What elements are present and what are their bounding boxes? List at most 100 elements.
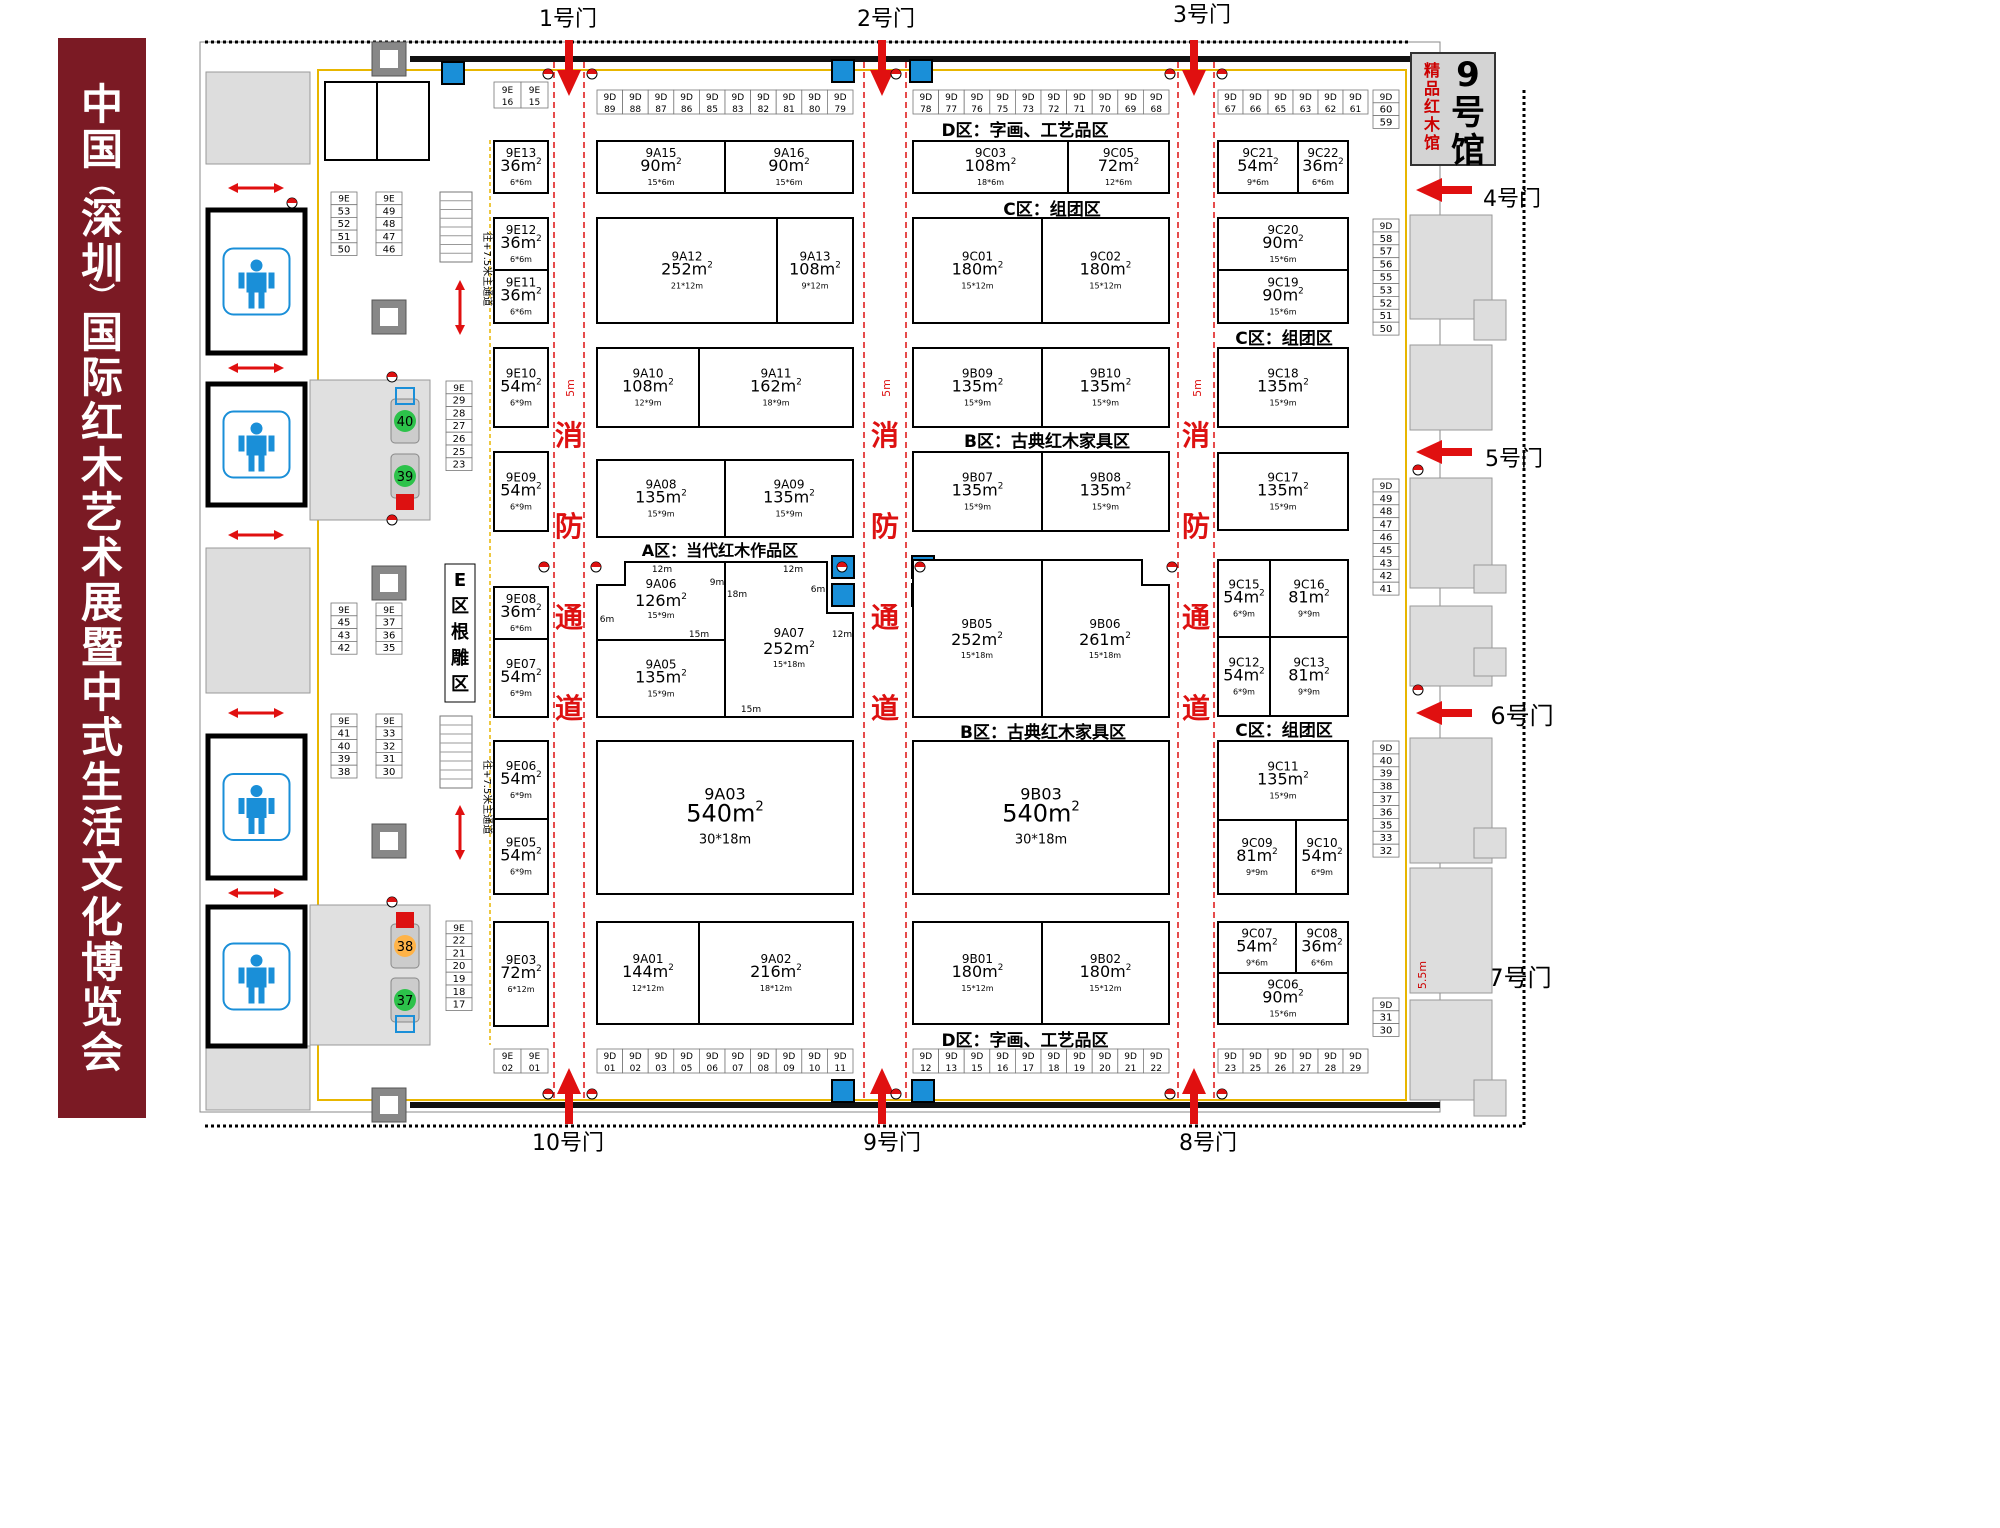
fire-aisle-char: 道 — [1182, 692, 1210, 725]
small-booth-number: 30 — [1380, 1025, 1393, 1036]
small-booth-number: 62 — [1325, 105, 1336, 115]
booth-dimension: 6*9m — [510, 689, 532, 698]
booth-dimension: 6*6m — [510, 308, 532, 317]
small-booth-number: 79 — [834, 105, 846, 115]
booth-dimension: 15*9m — [1092, 399, 1119, 408]
small-booth-number: 45 — [338, 618, 351, 629]
small-booth-prefix: 9E — [338, 195, 350, 205]
banner-title-char: 中 — [80, 667, 123, 717]
fire-aisle-char: 防 — [1182, 510, 1210, 543]
banner-title-char: 圳 — [80, 238, 123, 288]
door-arrow-icon-shaft — [1438, 448, 1472, 456]
small-booth-prefix: 9D — [1274, 1052, 1287, 1062]
small-booth-number: 10 — [809, 1064, 821, 1074]
booth-id: 9C20 — [1267, 223, 1298, 237]
booth-id: 9B09 — [962, 367, 993, 381]
small-booth-number: 40 — [1380, 756, 1393, 767]
small-booth-number: 08 — [758, 1064, 770, 1074]
door-label-9: 9号门 — [863, 1131, 921, 1156]
door-arrow-icon-shaft — [878, 40, 886, 74]
booth-9C20 — [1217, 217, 1349, 271]
person-icon-arm-r — [268, 798, 275, 814]
person-icon-leg-l — [248, 455, 255, 472]
booth-9E13 — [493, 140, 549, 194]
hall-number-suffix: 馆 — [1451, 131, 1485, 171]
small-booth-number: 31 — [1380, 1013, 1393, 1024]
double-arrow-icon-head-t — [455, 805, 465, 815]
small-booth-number: 41 — [338, 729, 351, 740]
booth-area: 90m2 — [1262, 286, 1304, 305]
small-booth-number: 31 — [383, 754, 396, 765]
marker-icon-fill — [587, 1089, 597, 1094]
small-booth-prefix: 9E — [383, 195, 395, 205]
column-pillar — [371, 823, 407, 859]
booth-id: 9C15 — [1228, 578, 1259, 592]
area-superscript: 2 — [1298, 988, 1304, 998]
small-booth-prefix: 9D — [1022, 1052, 1035, 1062]
small-booth-d — [1342, 1048, 1369, 1074]
column-core — [380, 50, 398, 68]
small-booth-number: 68 — [1150, 105, 1162, 115]
booth-9A01 — [596, 921, 700, 1025]
booth-9E07 — [493, 638, 549, 718]
person-icon-arm-r — [268, 272, 275, 289]
zone-e-char: E — [454, 570, 466, 591]
door-arrow-icon-head — [870, 1068, 894, 1094]
booth-area: 252m2 — [763, 639, 815, 658]
small-booth-number: 47 — [1380, 520, 1393, 531]
small-booth-number: 60 — [1380, 105, 1393, 116]
booth-dimension: 15*9m — [647, 510, 674, 519]
small-booth-d — [1242, 1048, 1269, 1074]
booth-9E03 — [493, 921, 549, 1027]
small-booth-number: 46 — [1380, 533, 1393, 544]
area-superscript: 2 — [809, 488, 815, 498]
booth-area: 54m2 — [1223, 666, 1265, 685]
booth-id: 9A10 — [632, 367, 663, 381]
service-number: 38 — [397, 940, 414, 955]
booth-dimension: 9*6m — [1247, 178, 1269, 187]
small-booth-prefix: 9D — [1324, 93, 1337, 103]
small-booth-prefix: 9D — [1073, 93, 1086, 103]
booth-9A15 — [596, 140, 726, 194]
small-booth-d — [647, 1048, 675, 1074]
booth-area: 54m2 — [500, 667, 542, 686]
small-booth-e — [330, 242, 358, 256]
booth-dimension: 21*12m — [671, 282, 703, 291]
booth-area: 180m2 — [952, 962, 1004, 981]
area-superscript: 2 — [998, 963, 1004, 973]
door-label-3: 3号门 — [1173, 3, 1231, 28]
double-arrow-icon-head-l — [228, 183, 238, 193]
marker-icon-fill — [539, 562, 549, 567]
small-booth-number: 35 — [1380, 820, 1393, 831]
small-booth-prefix: 9D — [603, 93, 616, 103]
wall-bottom — [410, 1102, 1440, 1108]
small-booth-number: 61 — [1350, 105, 1361, 115]
booth-9A12 — [596, 217, 778, 324]
small-booth-prefix: 9D — [1249, 1052, 1262, 1062]
small-booth-number: 48 — [383, 219, 396, 230]
booth-area: 72m2 — [500, 963, 542, 982]
booth-dimension: 6*6m — [510, 255, 532, 264]
booth-id: 9B06 — [1089, 617, 1120, 631]
small-booth-e — [375, 641, 403, 655]
small-booth-number: 83 — [732, 105, 743, 115]
small-booth-d — [1372, 843, 1400, 858]
area-superscript: 2 — [796, 963, 802, 973]
small-booth-number: 40 — [338, 741, 351, 752]
booth-area: 54m2 — [1301, 846, 1343, 865]
fire-aisle-char: 通 — [871, 601, 899, 634]
booth-9B02 — [1041, 921, 1170, 1025]
booth-area: 135m2 — [763, 488, 815, 507]
small-booth-prefix: 9D — [1099, 1052, 1112, 1062]
small-booth-prefix: 9D — [1124, 1052, 1137, 1062]
booth-9A02 — [698, 921, 854, 1025]
small-booth-number: 29 — [453, 396, 466, 407]
small-booth-d — [750, 89, 777, 115]
small-booth-prefix: 9D — [783, 93, 796, 103]
banner-title-char: 展 — [80, 577, 123, 627]
banner-title-char: 活 — [80, 802, 123, 852]
booth-9A13 — [776, 217, 854, 324]
fire-aisle-char: 道 — [555, 692, 583, 725]
booth-dimension: 15*9m — [1269, 503, 1296, 512]
small-booth-d — [622, 1048, 649, 1074]
